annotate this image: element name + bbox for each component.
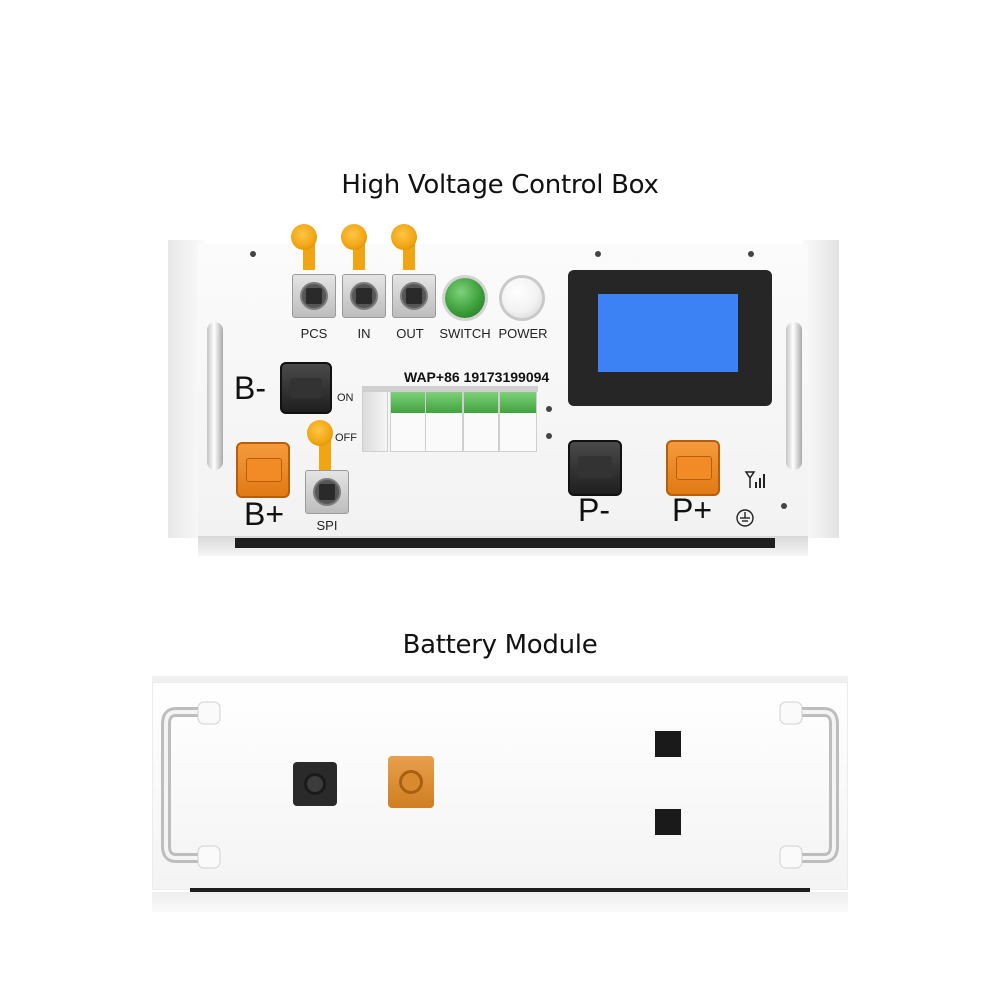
battery-handle-left[interactable] xyxy=(154,700,224,870)
b-plus-label: B+ xyxy=(244,496,285,532)
handle-left[interactable] xyxy=(207,322,223,470)
screw xyxy=(781,503,787,509)
switch-label: SWITCH xyxy=(439,326,491,341)
b-minus-terminal-inner xyxy=(290,378,322,398)
breaker-rail xyxy=(362,386,538,392)
breaker-pole[interactable] xyxy=(425,390,463,452)
battery-module-heading: Battery Module xyxy=(402,630,598,660)
switch-button[interactable] xyxy=(445,278,485,318)
battery-indicator-bottom xyxy=(655,809,681,835)
rj45-jack-icon xyxy=(406,288,422,304)
battery-positive-connector-inner xyxy=(399,770,423,794)
battery-indicator-top xyxy=(655,731,681,757)
port-cap[interactable] xyxy=(291,224,317,250)
breaker-pole[interactable] xyxy=(390,390,426,452)
p-plus-label: P+ xyxy=(672,492,713,528)
rack-ear-right xyxy=(803,240,839,538)
contact-number: WAP+86 19173199094 xyxy=(404,369,550,385)
handle-right[interactable] xyxy=(786,322,802,470)
p-minus-label: P- xyxy=(578,492,610,528)
control-box-heading: High Voltage Control Box xyxy=(341,170,659,200)
rj45-jack-icon xyxy=(306,288,322,304)
breaker-pole[interactable] xyxy=(499,390,537,452)
pcs-port-label: PCS xyxy=(300,326,328,341)
in-port-label: IN xyxy=(357,326,371,341)
breaker-handle-module[interactable] xyxy=(362,390,388,452)
port-cap-strap xyxy=(319,438,331,472)
port-cap[interactable] xyxy=(307,420,333,446)
port-cap[interactable] xyxy=(391,224,417,250)
screw xyxy=(546,433,552,439)
spi-label: SPI xyxy=(316,518,338,533)
in-port[interactable] xyxy=(342,274,386,318)
screw xyxy=(546,406,552,412)
spi-port[interactable] xyxy=(305,470,349,514)
pcs-port[interactable] xyxy=(292,274,336,318)
rj45-jack-icon xyxy=(356,288,372,304)
lcd-display xyxy=(598,294,738,372)
rj45-jack-icon xyxy=(319,484,335,500)
signal-icon xyxy=(744,471,765,488)
control-box-base-dark xyxy=(235,538,775,548)
breaker-on-label: ON xyxy=(337,392,354,404)
screw xyxy=(250,251,256,257)
battery-module-base xyxy=(152,892,848,912)
ground-icon xyxy=(736,509,754,527)
power-label: POWER xyxy=(498,326,548,341)
port-cap[interactable] xyxy=(341,224,367,250)
breaker-off-label: OFF xyxy=(335,432,357,444)
p-plus-terminal-inner xyxy=(676,456,712,480)
screw xyxy=(595,251,601,257)
p-minus-terminal-inner xyxy=(578,456,612,478)
b-plus-terminal-inner xyxy=(246,458,282,482)
power-button[interactable] xyxy=(502,278,542,318)
screw xyxy=(748,251,754,257)
battery-handle-right[interactable] xyxy=(776,700,846,870)
battery-negative-connector-inner xyxy=(304,773,326,795)
b-minus-label: B- xyxy=(234,370,266,406)
out-port-label: OUT xyxy=(396,326,424,341)
out-port[interactable] xyxy=(392,274,436,318)
breaker-pole[interactable] xyxy=(463,390,499,452)
battery-module-top-edge xyxy=(152,676,848,684)
battery-module-front-panel xyxy=(152,682,848,890)
